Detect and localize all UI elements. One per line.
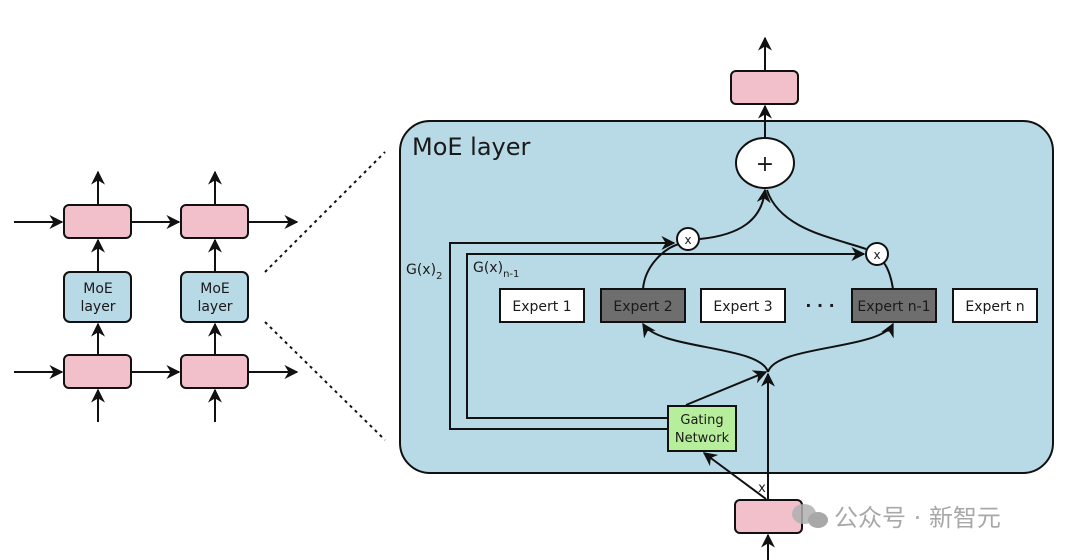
pink-block — [180, 354, 249, 389]
expert-box-active — [600, 288, 686, 323]
multiply-node — [676, 227, 700, 251]
zoom-connector-top — [264, 151, 386, 273]
expert-box — [952, 288, 1038, 323]
pink-block — [63, 354, 132, 389]
gate-label-n-1: G(x)n-1 — [473, 260, 519, 280]
gate-label-2: G(x)2 — [406, 262, 442, 282]
left-overview: MoE layer MoE layer — [14, 170, 299, 422]
moe-layer-detail: MoE layer + G(x)2 G(x)n-1 x x Expert 1 E… — [399, 36, 1054, 560]
gate-to-router-arrow — [685, 370, 768, 406]
expert-label: Expert 2 — [613, 299, 672, 315]
sum-node — [735, 137, 795, 189]
pink-block — [63, 204, 132, 239]
expert-label: Expert 3 — [713, 299, 772, 315]
input-label: x — [758, 481, 766, 496]
moe-layer-title: MoE layer — [412, 133, 531, 161]
moe-block-label: layer — [197, 299, 232, 315]
multiply-symbol: x — [684, 233, 691, 247]
expert-label: Expert n-1 — [857, 299, 930, 315]
expert-label: Expert n — [965, 299, 1024, 315]
gating-network — [667, 405, 737, 452]
zoom-connector-bottom — [264, 321, 386, 441]
expert-box-active — [851, 288, 937, 323]
arrow — [766, 189, 867, 250]
multiply-node — [865, 242, 889, 266]
route-arrow — [767, 322, 894, 373]
gating-label: Gating — [680, 413, 723, 428]
ellipsis: · · · — [805, 296, 834, 315]
watermark: 公众号 · 新智元 — [792, 504, 1001, 532]
gate-line-2 — [449, 236, 676, 430]
output-block — [730, 70, 799, 105]
arrow — [642, 243, 680, 290]
wechat-icon — [808, 512, 828, 528]
pink-block — [180, 204, 249, 239]
arrow — [699, 188, 771, 240]
moe-block-label: MoE — [200, 281, 230, 297]
expert-label: Expert 1 — [512, 299, 571, 315]
plus-symbol: + — [756, 152, 774, 177]
expert-row: Expert 1 Expert 2 Expert 3 · · · Expert … — [499, 288, 1038, 323]
route-arrow — [642, 322, 769, 373]
expert-box — [700, 288, 786, 323]
moe-block-label: MoE — [83, 281, 113, 297]
moe-layer-block — [63, 271, 132, 323]
gate-line-n-1 — [466, 247, 866, 419]
moe-layer-block — [180, 271, 249, 323]
watermark-text: 公众号 · 新智元 — [834, 504, 1001, 532]
gating-label: Network — [675, 431, 730, 446]
expert-box — [499, 288, 585, 323]
input-block — [734, 499, 803, 534]
moe-block-label: layer — [80, 299, 115, 315]
multiply-symbol: x — [873, 248, 880, 262]
input-to-gating-arrow — [702, 452, 767, 500]
